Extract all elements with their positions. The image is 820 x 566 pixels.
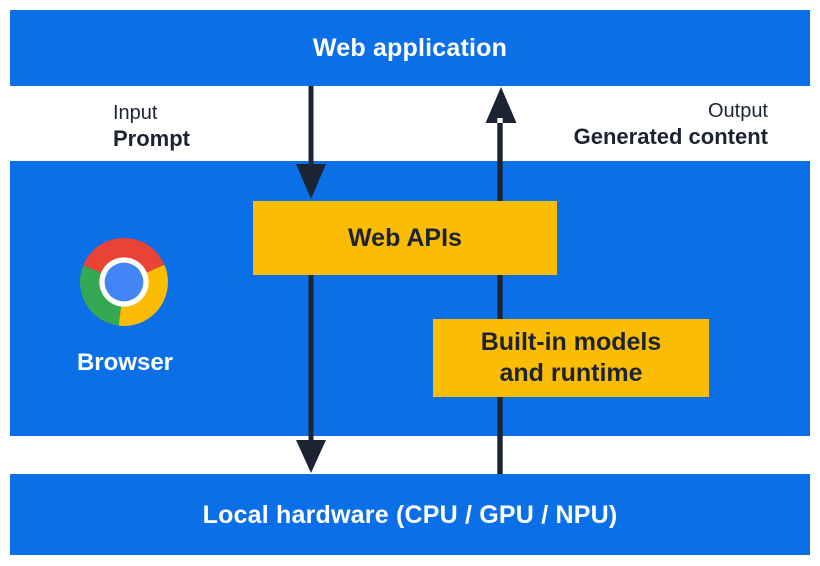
builtin-models-box: Built-in models and runtime — [433, 319, 709, 397]
input-label-group: Input Prompt — [113, 101, 190, 152]
output-label-group: Output Generated content — [574, 99, 768, 150]
builtin-models-label-line2: and runtime — [499, 359, 643, 387]
local-hardware-label: Local hardware (CPU / GPU / NPU) — [202, 501, 618, 529]
web-apis-label: Web APIs — [348, 223, 462, 252]
input-value: Prompt — [113, 126, 190, 151]
output-title: Output — [707, 100, 768, 122]
chrome-logo-icon — [80, 238, 168, 326]
web-application-bar: Web application — [10, 10, 810, 86]
input-title: Input — [113, 102, 158, 124]
web-application-label: Web application — [312, 34, 508, 62]
builtin-models-label-line1: Built-in models — [480, 328, 662, 356]
local-hardware-bar: Local hardware (CPU / GPU / NPU) — [10, 474, 810, 555]
web-apis-box: Web APIs — [253, 201, 557, 275]
output-value: Generated content — [573, 124, 768, 149]
browser-label: Browser — [76, 349, 174, 376]
